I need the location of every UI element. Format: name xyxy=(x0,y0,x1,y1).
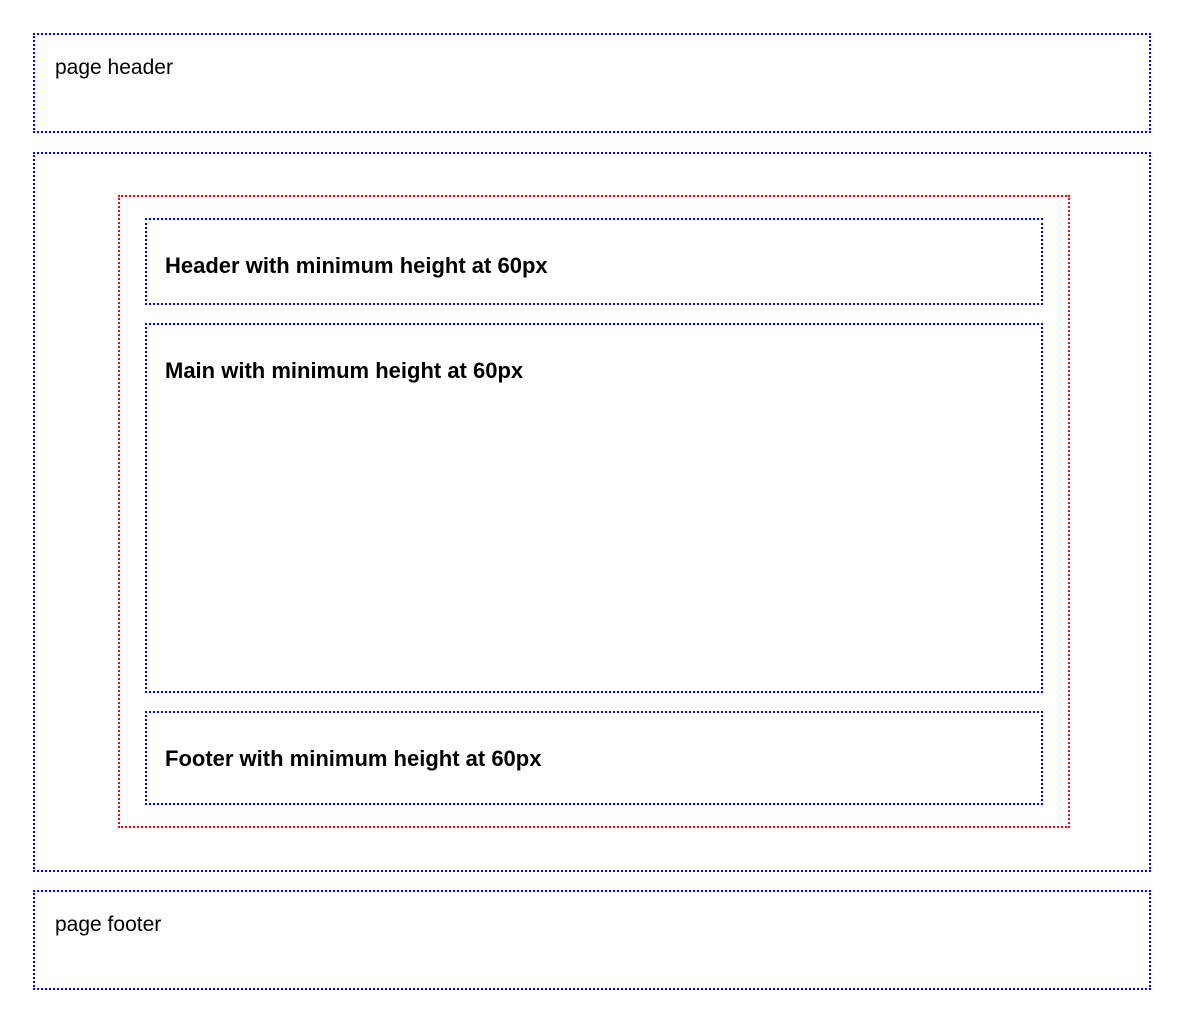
content-section-footer-label: Footer with minimum height at 60px xyxy=(165,746,542,771)
page-footer-label: page footer xyxy=(55,913,162,936)
page-header: page header xyxy=(33,33,1151,133)
content-section-main-label: Main with minimum height at 60px xyxy=(165,358,524,383)
page-footer: page footer xyxy=(33,890,1151,990)
content-section-main: Main with minimum height at 60px xyxy=(145,323,1043,693)
content-section-footer: Footer with minimum height at 60px xyxy=(145,711,1043,805)
page-header-label: page header xyxy=(55,56,173,79)
flex-container: Header with minimum height at 60px Main … xyxy=(118,195,1070,828)
content-section-header: Header with minimum height at 60px xyxy=(145,218,1043,305)
content-section-header-label: Header with minimum height at 60px xyxy=(165,253,548,278)
page-wrapper: page header Header with minimum height a… xyxy=(33,33,1151,990)
page-body: Header with minimum height at 60px Main … xyxy=(33,152,1151,872)
